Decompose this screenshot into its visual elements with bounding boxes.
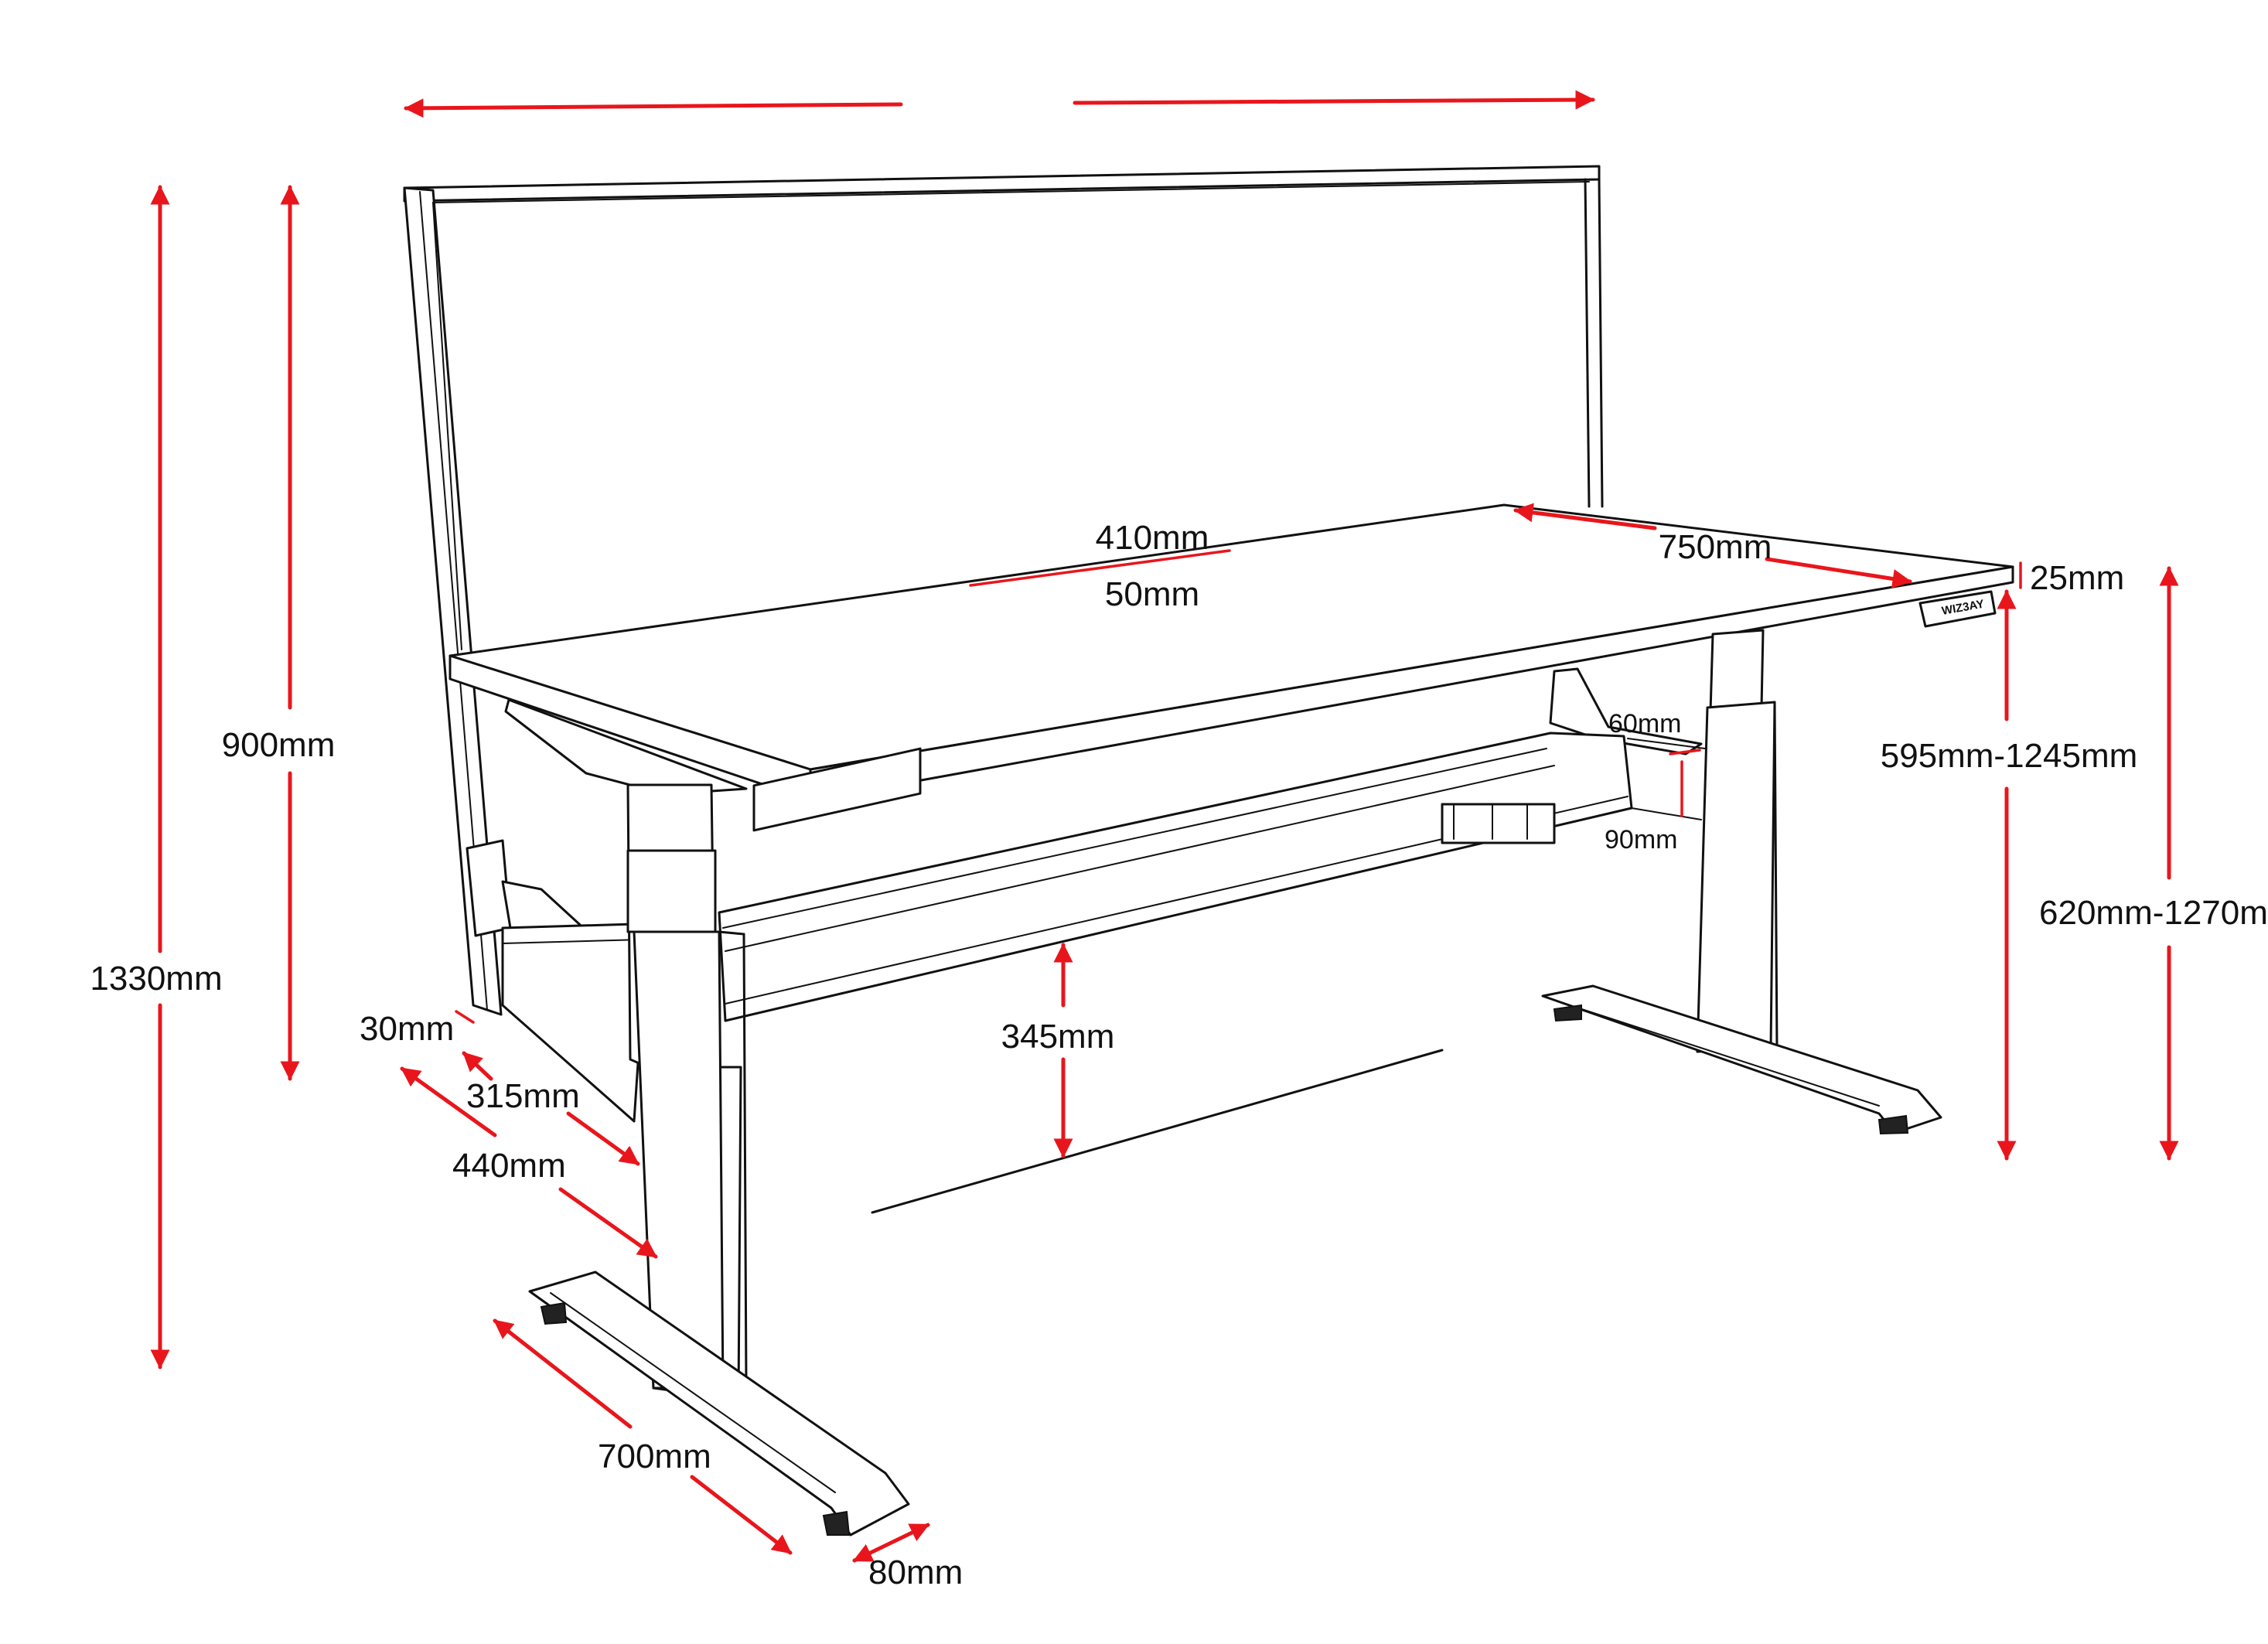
bracket-width-line <box>1669 749 1701 755</box>
bracket-height-label: 90mm <box>1605 825 1677 854</box>
crossbar <box>718 732 1706 1022</box>
control-panel: WIZ3AY <box>1918 590 1997 628</box>
cable-port-left <box>752 747 922 832</box>
cable-port-right <box>1441 803 1556 844</box>
dimension-arrows <box>150 90 2179 1563</box>
depth-arrow-front <box>1765 557 1912 588</box>
crossbar-height-label: 345mm <box>1001 1018 1115 1056</box>
frame-thickness-label: 30mm <box>360 1010 454 1048</box>
foot-length-arrow-back <box>493 1318 633 1429</box>
foot-width-arrow <box>852 1523 930 1563</box>
left-screen-bracket <box>466 839 643 1123</box>
depth-label: 750mm <box>1659 528 1772 566</box>
foot-width-label: 80mm <box>868 1554 963 1591</box>
top-thickness-label: 25mm <box>2030 559 2124 597</box>
column-front-label: 315mm <box>466 1077 580 1115</box>
total-height-label: 1330mm <box>90 960 222 998</box>
adjust-range-total-label: 620mm-1270mm <box>2039 894 2268 932</box>
top-width-arrow-right <box>1073 90 1595 110</box>
desk-drawing: WIZ3AY <box>403 165 2014 1537</box>
screen-offset-line <box>969 549 1231 587</box>
frame-thickness-line <box>455 1010 475 1024</box>
dimension-labels: 900mm 1330mm 410mm 50mm 750mm 25mm 595mm… <box>90 519 2268 1591</box>
depth-arrow-back <box>1513 503 1657 530</box>
foot-length-arrow-front <box>690 1475 793 1555</box>
screen-offset-label: 410mm <box>1096 519 1209 557</box>
right-top-bracket <box>1549 667 1703 755</box>
column-depth-label: 440mm <box>452 1147 566 1185</box>
column-front-arrow-back <box>462 1051 493 1081</box>
column-depth-arrow-back <box>400 1066 497 1137</box>
left-foot <box>528 1271 910 1537</box>
bracket-width-label: 60mm <box>1608 709 1681 738</box>
floor-line <box>871 1049 1444 1214</box>
column-depth-arrow-front <box>558 1187 658 1259</box>
right-column <box>1696 629 1779 1053</box>
left-top-bracket <box>504 698 748 796</box>
foot-length-label: 700mm <box>598 1438 711 1475</box>
right-foot <box>1541 984 1942 1135</box>
column-front-arrow-front <box>566 1111 640 1166</box>
adjust-range-top-label: 595mm-1245mm <box>1881 737 2138 775</box>
screen-height-label: 900mm <box>222 726 336 764</box>
top-width-arrow-left <box>404 98 903 118</box>
privacy-screen <box>403 165 1604 1016</box>
screen-gap-label: 50mm <box>1105 575 1199 613</box>
desktop <box>448 503 2014 802</box>
